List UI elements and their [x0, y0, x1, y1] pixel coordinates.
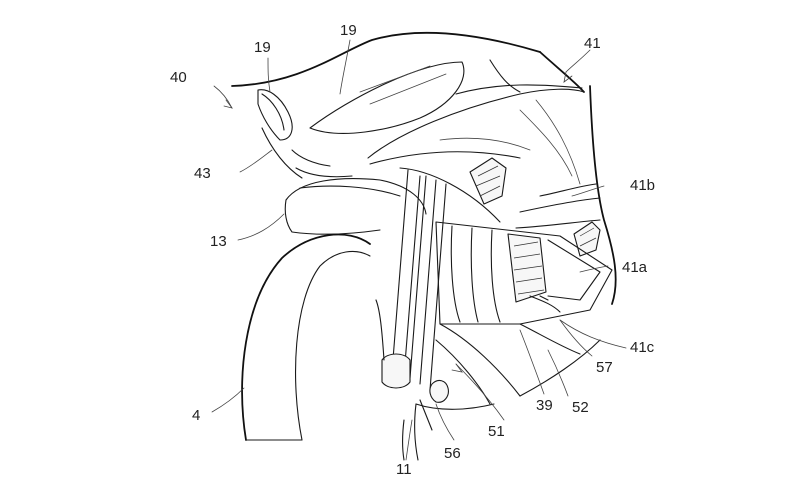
front-cowl-41	[367, 88, 601, 257]
upper-cowl	[231, 31, 617, 305]
label-19-center: 19	[340, 22, 357, 39]
front-fork	[375, 169, 447, 391]
label-19-left: 19	[254, 39, 271, 56]
front-fender-13	[284, 178, 427, 235]
label-41b: 41b	[630, 177, 655, 194]
intake-assembly	[415, 221, 613, 431]
leader-lines	[211, 39, 627, 461]
label-40: 40	[170, 69, 187, 86]
lower-fairing-11	[401, 403, 419, 461]
label-11: 11	[396, 461, 412, 478]
label-51: 51	[488, 423, 505, 440]
label-57: 57	[596, 359, 613, 376]
label-13: 13	[210, 233, 227, 250]
label-41a: 41a	[622, 259, 648, 276]
label-4: 4	[192, 407, 200, 424]
label-41: 41	[584, 35, 601, 52]
label-39: 39	[536, 397, 553, 414]
mirror-left	[257, 89, 353, 179]
label-41c: 41c	[630, 339, 655, 356]
reference-labels: 40 19 19 41 43 41b 13 41a 41c 57 4 39 52…	[170, 22, 655, 478]
front-tire-4	[241, 233, 371, 441]
label-52: 52	[572, 399, 589, 416]
label-43: 43	[194, 165, 211, 182]
label-56: 56	[444, 445, 461, 462]
